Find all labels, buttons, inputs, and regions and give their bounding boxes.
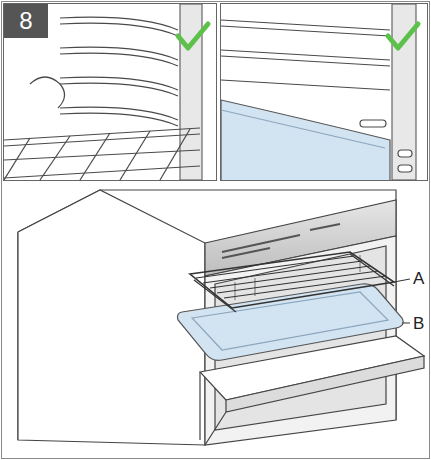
tray-inset: [221, 4, 416, 180]
check-mark: [388, 24, 418, 48]
leader-line: [402, 323, 410, 324]
leader-line: [394, 279, 410, 282]
step-number: 8: [19, 7, 32, 35]
oven: [18, 190, 424, 445]
inset-frame: [4, 4, 217, 181]
part-letter: A: [413, 270, 424, 287]
check-mark: [178, 24, 208, 48]
part-letter: B: [413, 315, 424, 332]
inset-frame: [221, 4, 428, 181]
rack-inset: [4, 4, 202, 180]
step-badge: 8: [4, 4, 48, 38]
